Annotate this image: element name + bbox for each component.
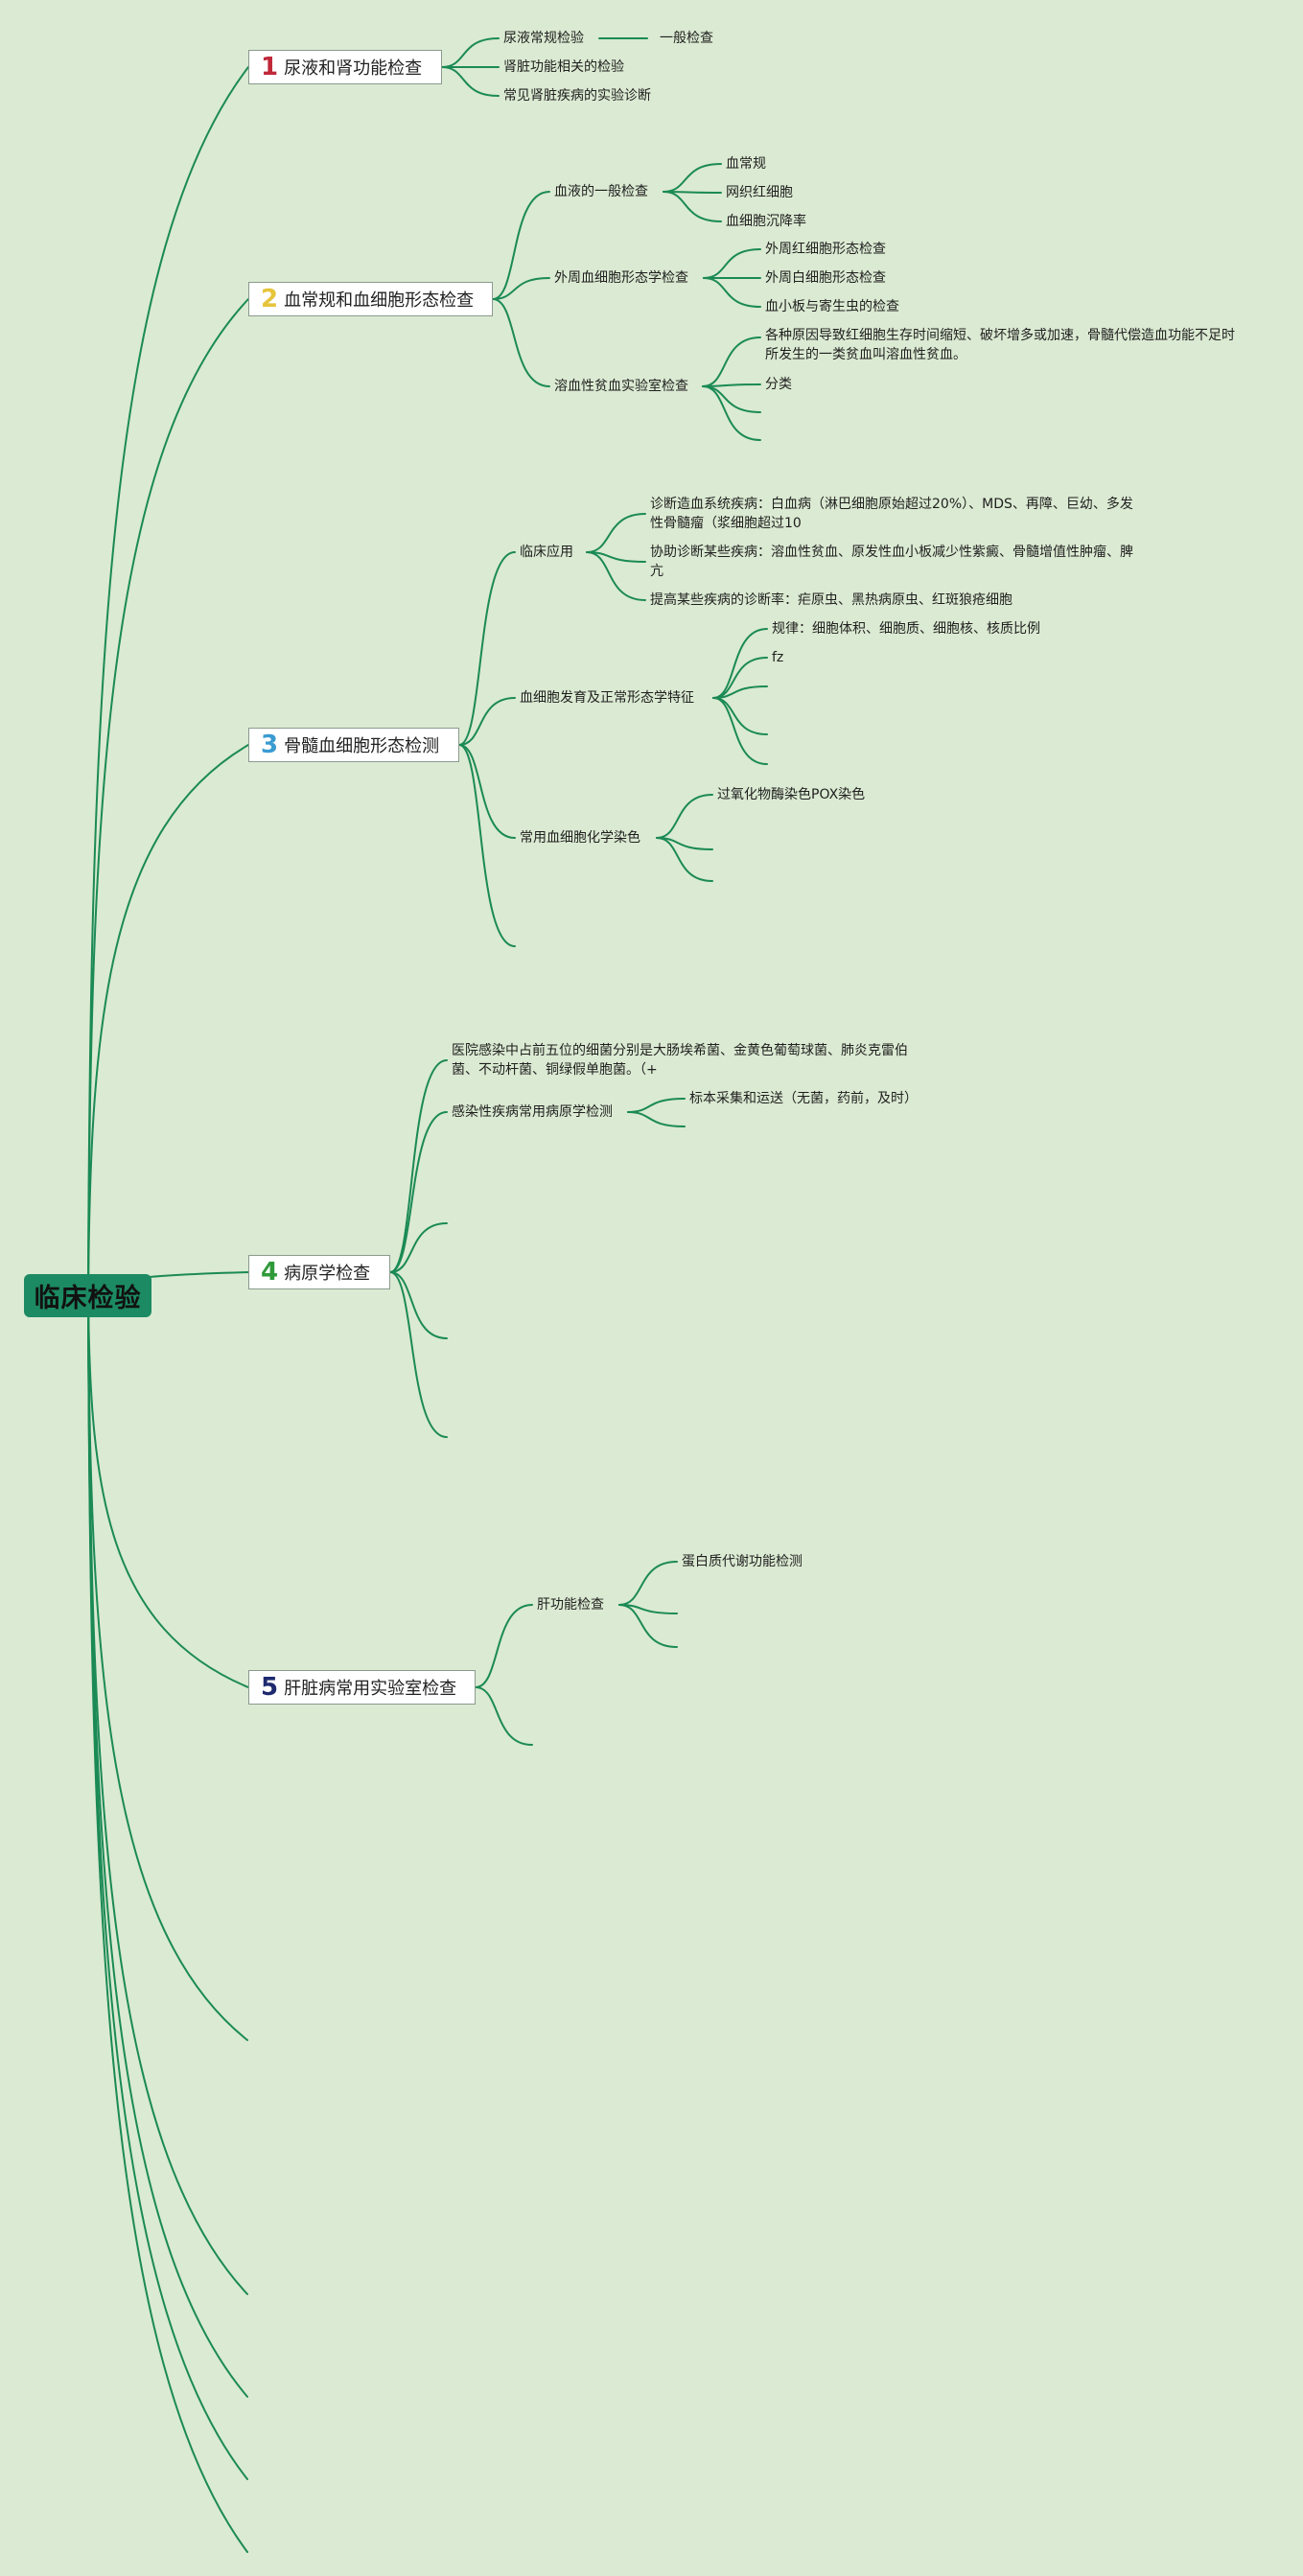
connector-line — [712, 657, 768, 699]
subtopic[interactable]: 标本采集和运送（无菌，药前，及时） — [689, 1091, 918, 1106]
root-label: 临床检验 — [34, 1284, 142, 1313]
subtopic[interactable]: 各种原因导致红细胞生存时间缩短、破坏增多或加速，骨髓代偿造血功能不足时所发生的一… — [765, 328, 1235, 362]
topic-label: 病原学检查 — [284, 1264, 371, 1284]
connector-line — [663, 163, 722, 193]
subtopic[interactable]: 分类 — [765, 377, 792, 392]
topic-number: 4 — [261, 1258, 279, 1287]
subtopic[interactable]: 诊断造血系统疾病：白血病（淋巴细胞原始超过20%）、MDS、再障、巨幼、多发性骨… — [650, 497, 1133, 531]
connector-line — [712, 697, 768, 735]
subtopic[interactable]: 血细胞发育及正常形态学特征 — [520, 690, 694, 706]
connector-line — [656, 837, 713, 882]
subtopic[interactable]: 常见肾脏疾病的实验诊断 — [503, 88, 651, 104]
root-connector-line — [87, 744, 249, 1297]
connector-line — [389, 1271, 448, 1438]
connector-line — [618, 1561, 678, 1606]
subtopic[interactable]: 溶血性贫血实验室检查 — [554, 379, 688, 394]
topic-number: 3 — [261, 731, 279, 759]
subtopic[interactable]: 血常规 — [726, 156, 766, 172]
connector-line — [586, 551, 646, 563]
subtopic[interactable]: 提高某些疾病的诊断率：疟原虫、黑热病原虫、红斑狼疮细胞 — [650, 592, 1012, 608]
root-connector-line — [87, 1295, 248, 2553]
subtopic[interactable]: 一般检查 — [660, 31, 713, 46]
topic-urine-kidney[interactable]: 1 尿液和肾功能检查 — [248, 50, 442, 84]
connector-line — [703, 277, 761, 308]
topic-blood-routine[interactable]: 2 血常规和血细胞形态检查 — [248, 282, 493, 316]
topic-label: 肝脏病常用实验室检查 — [284, 1679, 457, 1699]
connector-line — [441, 37, 500, 68]
subtopic[interactable]: 网织红细胞 — [726, 185, 793, 200]
connector-line — [389, 1271, 448, 1339]
root-connector-line — [87, 1295, 248, 2398]
connector-line — [586, 513, 646, 553]
root-connector-line — [87, 1295, 249, 1688]
connector-line — [458, 744, 516, 947]
subtopic[interactable]: 肾脏功能相关的检验 — [503, 59, 624, 75]
connector-line — [702, 385, 761, 441]
connector-line — [586, 551, 646, 601]
subtopic[interactable]: 血细胞沉降率 — [726, 214, 806, 229]
connector-line — [712, 628, 768, 699]
subtopic[interactable]: 蛋白质代谢功能检测 — [682, 1554, 803, 1569]
connector-line — [702, 385, 761, 413]
subtopic[interactable]: 协助诊断某些疾病：溶血性贫血、原发性血小板减少性紫癜、骨髓增值性肿瘤、脾亢 — [650, 545, 1133, 579]
connector-line — [389, 1222, 448, 1273]
connector-line — [389, 1111, 448, 1273]
subtopic[interactable]: fz — [772, 650, 784, 665]
connector-line — [475, 1686, 533, 1746]
subtopic[interactable]: 规律：细胞体积、细胞质、细胞核、核质比例 — [772, 621, 1040, 637]
topic-bone-marrow[interactable]: 3 骨髓血细胞形态检测 — [248, 728, 459, 762]
topic-label: 尿液和肾功能检查 — [284, 58, 423, 79]
connector-line — [712, 697, 768, 765]
connector-line — [618, 1604, 678, 1648]
topic-label: 血常规和血细胞形态检查 — [284, 290, 475, 311]
root-connector-line — [87, 298, 249, 1297]
root-node[interactable]: 临床检验 — [24, 1274, 151, 1317]
connector-line — [458, 744, 516, 839]
connector-line — [702, 337, 761, 387]
connector-line — [475, 1604, 533, 1688]
subtopic[interactable]: 外周血细胞形态学检查 — [554, 270, 688, 286]
connector-line — [656, 794, 713, 839]
subtopic[interactable]: 医院感染中占前五位的细菌分别是大肠埃希菌、金黄色葡萄球菌、肺炎克雷伯菌、不动杆菌… — [452, 1043, 908, 1078]
connector-line — [492, 277, 550, 300]
root-connector-line — [87, 1295, 248, 2041]
connector-line — [492, 298, 550, 387]
subtopic[interactable]: 常用血细胞化学染色 — [520, 830, 640, 846]
connector-line — [712, 685, 768, 699]
connector-line — [458, 697, 516, 746]
topic-liver[interactable]: 5 肝脏病常用实验室检查 — [248, 1670, 476, 1705]
connector-line — [663, 191, 722, 222]
subtopic[interactable]: 血液的一般检查 — [554, 184, 648, 199]
subtopic[interactable]: 外周红细胞形态检查 — [765, 242, 886, 257]
topic-number: 1 — [261, 53, 279, 81]
topic-pathogen[interactable]: 4 病原学检查 — [248, 1255, 390, 1289]
connector-line — [627, 1098, 686, 1113]
subtopic[interactable]: 外周白细胞形态检查 — [765, 270, 886, 286]
connector-line — [703, 248, 761, 279]
topic-number: 2 — [261, 285, 279, 313]
connector-line — [458, 551, 516, 746]
root-connector-line — [87, 66, 249, 1297]
subtopic[interactable]: 临床应用 — [520, 545, 573, 560]
subtopic[interactable]: 过氧化物酶染色POX染色 — [717, 787, 866, 802]
subtopic[interactable]: 尿液常规检验 — [503, 31, 584, 46]
connector-line — [492, 191, 550, 300]
connector-line — [389, 1059, 448, 1273]
connector-line — [627, 1111, 686, 1127]
subtopic[interactable]: 肝功能检查 — [537, 1597, 604, 1613]
topic-number: 5 — [261, 1673, 279, 1702]
subtopic[interactable]: 血小板与寄生虫的检查 — [765, 299, 899, 314]
subtopic[interactable]: 感染性疾病常用病原学检测 — [452, 1104, 613, 1120]
connector-line — [441, 66, 500, 97]
root-connector-line — [87, 1295, 248, 2295]
topic-label: 骨髓血细胞形态检测 — [284, 736, 440, 756]
